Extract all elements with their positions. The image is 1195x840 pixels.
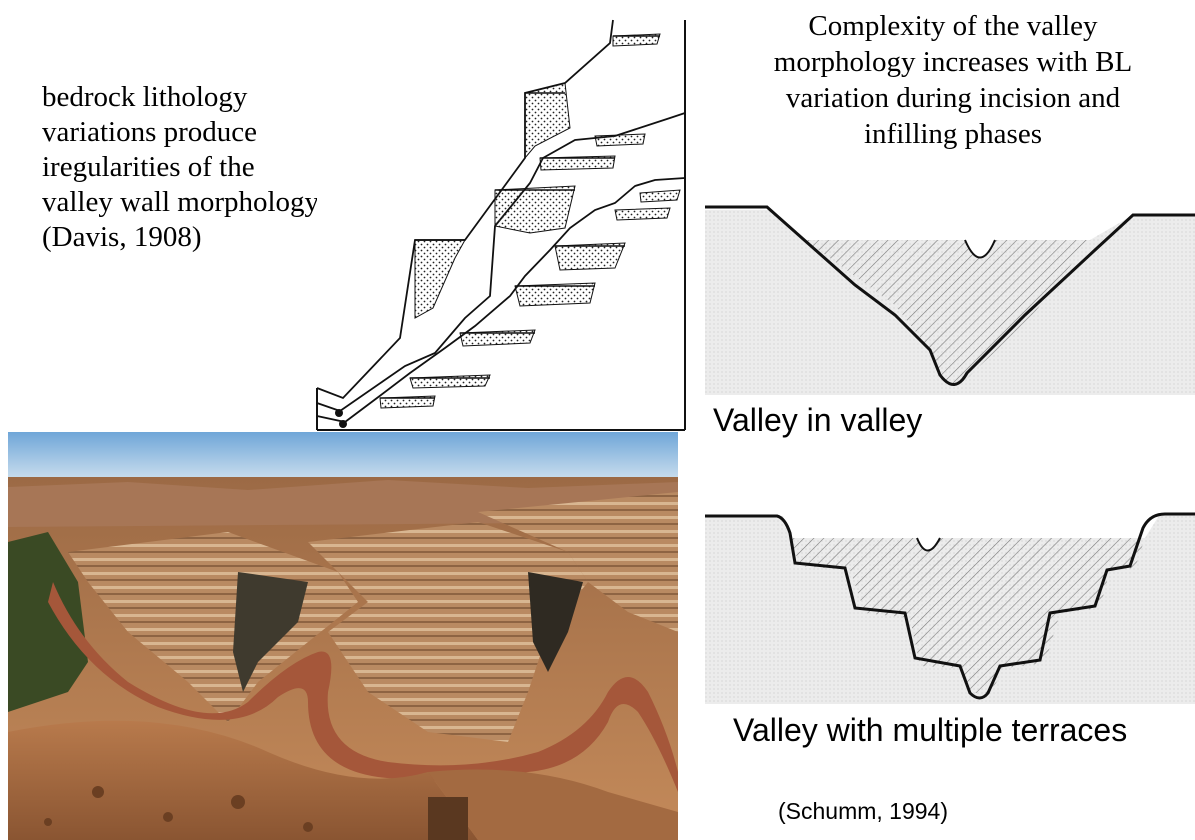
- schumm-citation: (Schumm, 1994): [778, 798, 949, 824]
- canyon-meander-photo: [8, 432, 678, 840]
- valley-in-valley-diagram: [705, 195, 1195, 395]
- davis-valley-wall-diagram: [316, 19, 686, 431]
- multiple-terraces-diagram: [705, 508, 1195, 704]
- left-caption: bedrock lithology variations produce ire…: [42, 81, 320, 253]
- valley-in-valley-label: Valley in valley: [713, 402, 923, 438]
- right-caption: Complexity of the valley morphology incr…: [773, 10, 1133, 150]
- multiple-terraces-label: Valley with multiple terraces: [733, 712, 1128, 748]
